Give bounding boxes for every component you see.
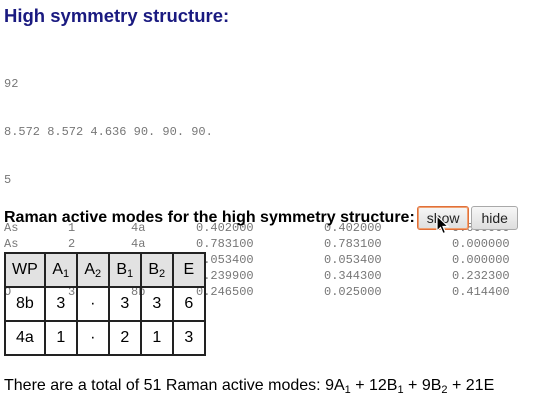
- coord-y: 0.344300: [324, 269, 382, 283]
- coord-y: 0.402000: [324, 221, 382, 235]
- total-terms: 9A1 + 12B1 + 9B2 + 21E: [325, 377, 495, 396]
- mode-term-subscript: 2: [441, 384, 448, 396]
- mode-term-subscript: 1: [397, 384, 404, 396]
- mode-count-cell: 3: [171, 320, 206, 356]
- lattice-parameters-line: 8.572 8.572 4.636 90. 90. 90.: [4, 125, 213, 139]
- coord-x: 0.783100: [196, 237, 254, 251]
- mode-term: 9B: [421, 377, 442, 394]
- coord-z: 0.000000: [452, 253, 510, 267]
- raman-label: Raman active modes for the high symmetry…: [4, 209, 415, 226]
- atom-count-line: 5: [4, 173, 12, 187]
- hide-button[interactable]: hide: [471, 206, 518, 230]
- header-cell: WP: [4, 252, 46, 288]
- coord-x: 0.402000: [196, 221, 254, 235]
- total-prefix: There are a total of 51 Raman active mod…: [4, 377, 326, 394]
- coord-y: 0.025000: [324, 285, 382, 299]
- header-symbol: B: [148, 261, 160, 278]
- header-subscript: 1: [127, 268, 134, 280]
- header-cell: B1: [107, 252, 142, 288]
- mode-count-cell: 1: [139, 320, 174, 356]
- coord-z: 0.000000: [452, 237, 510, 251]
- atom-index: 2: [68, 237, 76, 251]
- wyckoff-position: 4a: [131, 221, 146, 235]
- coord-x: 0.053400: [196, 253, 254, 267]
- mode-count-cell: 6: [171, 286, 206, 322]
- header-symbol: E: [183, 261, 195, 278]
- coord-z: 0.232300: [452, 269, 510, 283]
- header-symbol: A: [52, 261, 64, 278]
- header-subscript: 2: [95, 268, 102, 280]
- header-symbol: A: [84, 261, 96, 278]
- mode-count-cell: 3: [43, 286, 78, 322]
- wyckoff-cell: 8b: [4, 286, 46, 322]
- show-button[interactable]: show: [416, 206, 470, 230]
- mode-term: 12B: [369, 377, 398, 394]
- coord-z: 0.414400: [452, 285, 510, 299]
- header-cell: B2: [139, 252, 174, 288]
- total-modes-text: There are a total of 51 Raman active mod…: [4, 377, 495, 396]
- atom-element: As: [4, 237, 19, 251]
- wyckoff-position: 4a: [131, 237, 146, 251]
- mode-count-cell: ·: [75, 320, 110, 356]
- mode-term: 21E: [465, 377, 495, 394]
- atom-index: 1: [68, 221, 76, 235]
- mode-count-cell: 1: [43, 320, 78, 356]
- header-symbol: WP: [12, 261, 38, 278]
- mode-term: 9A: [325, 377, 345, 394]
- plus-separator: +: [403, 377, 422, 394]
- atom-line: As 2 4a 0.783100 0.783100 0.000000: [4, 236, 510, 252]
- mode-count-cell: 3: [139, 286, 174, 322]
- header-symbol: B: [116, 261, 128, 278]
- mode-count-cell: 3: [107, 286, 142, 322]
- coord-x: 0.239900: [196, 269, 254, 283]
- header-cell: E: [171, 252, 206, 288]
- plus-separator: +: [350, 377, 369, 394]
- coord-y: 0.053400: [324, 253, 382, 267]
- raman-row: Raman active modes for the high symmetry…: [4, 205, 518, 231]
- header-subscript: 1: [63, 268, 70, 280]
- mode-term-subscript: 1: [344, 384, 351, 396]
- wyckoff-cell: 4a: [4, 320, 46, 356]
- coord-y: 0.783100: [324, 237, 382, 251]
- header-cell: A1: [43, 252, 78, 288]
- plus-separator: +: [447, 377, 466, 394]
- header-cell: A2: [75, 252, 110, 288]
- atom-element: As: [4, 221, 19, 235]
- coord-x: 0.246500: [196, 285, 254, 299]
- page-title: High symmetry structure:: [4, 5, 230, 26]
- header-subscript: 2: [159, 268, 166, 280]
- space-group-line: 92: [4, 77, 19, 91]
- mode-count-cell: ·: [75, 286, 110, 322]
- structure-block: 92 8.572 8.572 4.636 90. 90. 90. 5 As 1 4a…: [4, 44, 510, 316]
- mode-count-cell: 2: [107, 320, 142, 356]
